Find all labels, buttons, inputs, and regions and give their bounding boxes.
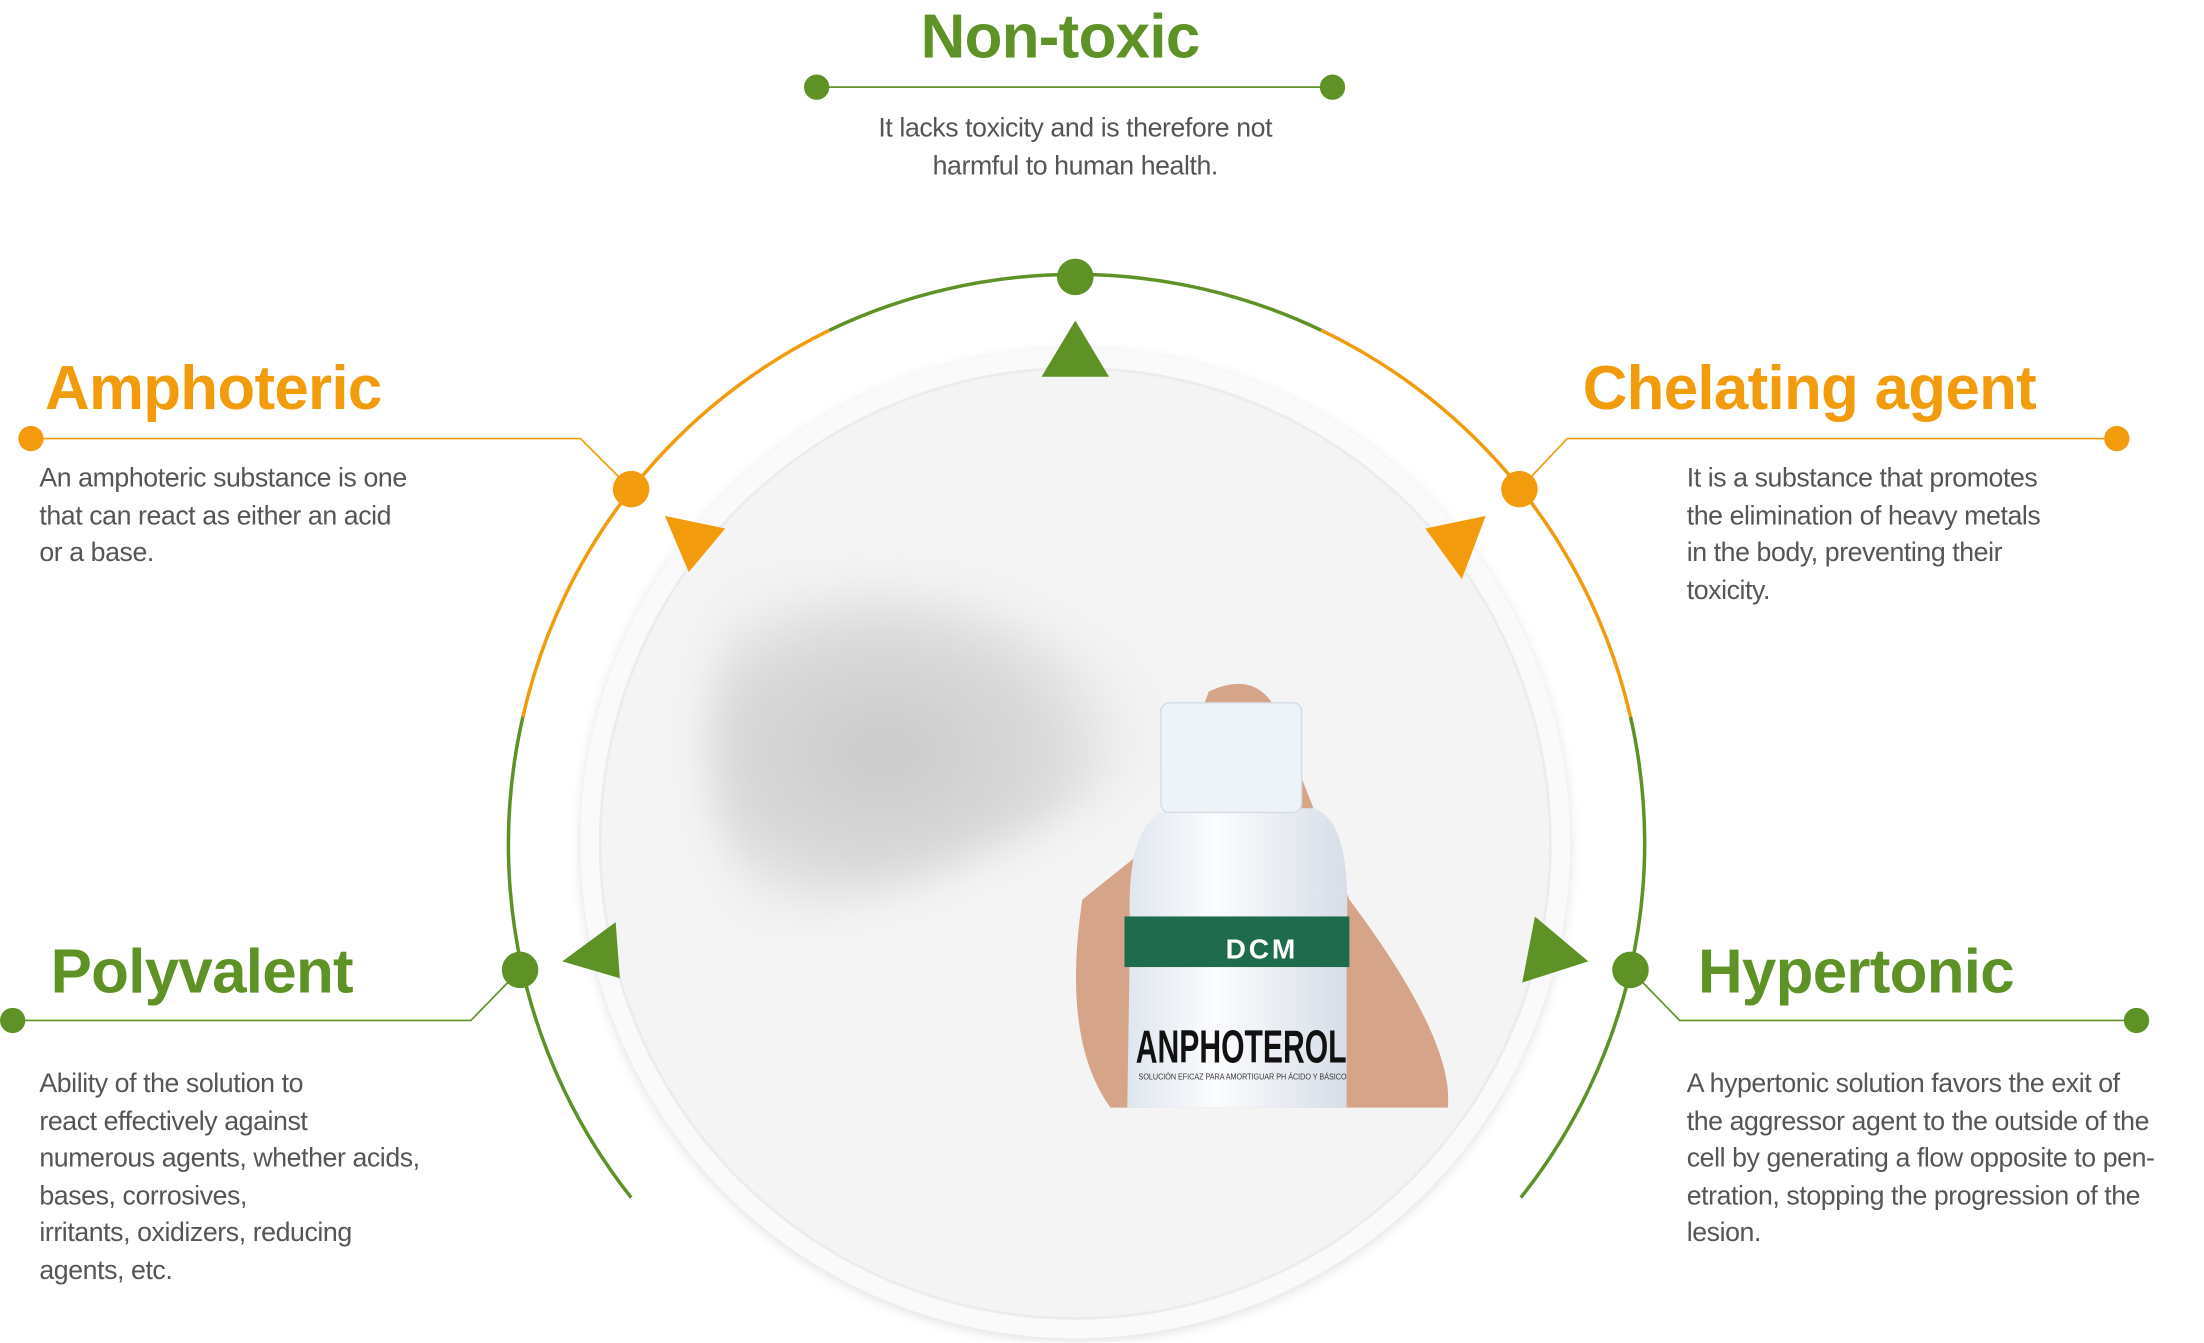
text-line: numerous agents, whether acids, xyxy=(39,1144,420,1174)
triangle-bottom-right xyxy=(1522,916,1589,983)
amphoteric-title: Amphoteric xyxy=(44,354,382,424)
non-toxic-description: It lacks toxicity and is therefore not h… xyxy=(794,111,1356,185)
text-line: cell by generating a flow opposite to pe… xyxy=(1686,1144,2155,1174)
amphoteric-description: An amphoteric substance is one that can … xyxy=(39,461,489,573)
text-line: toxicity. xyxy=(1686,575,1771,606)
text-line: agents, etc. xyxy=(39,1255,173,1286)
text-line: bases, corrosives, xyxy=(39,1181,247,1211)
text-line: It lacks toxicity and is therefore not xyxy=(878,113,1273,144)
product-image: DCM ANPHOTEROL SOLUCIÓN EFICAZ PARA AMOR… xyxy=(708,577,1449,1108)
product-tagline-text: SOLUCIÓN EFICAZ PARA AMORTIGUAR PH ÁCIDO… xyxy=(1139,1072,1347,1082)
text-line: the aggressor agent to the outside of th… xyxy=(1686,1106,2150,1137)
brand-text: DCM xyxy=(1226,934,1298,965)
text-line: in the body, preventing their xyxy=(1686,538,2003,568)
pointer-triangles xyxy=(562,320,1589,983)
triangle-top-right xyxy=(1425,515,1486,580)
text-line: etration, stopping the progression of th… xyxy=(1686,1181,2141,1211)
spray-mist xyxy=(708,577,1209,928)
dots xyxy=(0,74,2150,1034)
non-toxic-title: Non-toxic xyxy=(920,2,1201,72)
triangle-bottom-left xyxy=(562,922,620,979)
label-band xyxy=(1124,916,1350,968)
text-line: Ability of the solution to xyxy=(39,1069,304,1100)
text-line: or a base. xyxy=(39,538,154,568)
product-name-text: ANPHOTEROL xyxy=(1136,1021,1347,1073)
text-line: irritants, oxidizers, reducing xyxy=(39,1218,352,1249)
text-line: react effectively against xyxy=(39,1106,308,1137)
hypertonic-title: Hypertonic xyxy=(1697,937,2015,1007)
polyvalent-title: Polyvalent xyxy=(50,937,354,1007)
chelating-agent-title: Chelating agent xyxy=(1582,354,2037,424)
chelating-agent-description: It is a substance that promotes the elim… xyxy=(1687,461,2137,610)
polyvalent-description: Ability of the solution to react effecti… xyxy=(39,1067,489,1290)
connector-lines xyxy=(12,86,2137,1022)
triangle-top-left xyxy=(664,515,726,573)
triangle-top xyxy=(1041,320,1110,377)
bottle-cap xyxy=(1160,702,1303,814)
text-line: It is a substance that promotes xyxy=(1686,463,2038,494)
text-line: An amphoteric substance is one xyxy=(39,463,407,494)
text-line: A hypertonic solution favors the exit of xyxy=(1686,1069,2120,1100)
text-line: the elimination of heavy metals xyxy=(1686,501,2041,531)
text-line: harmful to human health. xyxy=(932,151,1219,181)
text-line: lesion. xyxy=(1686,1218,1762,1249)
text-line: that can react as either an acid xyxy=(39,501,392,531)
hypertonic-description: A hypertonic solution favors the exit of… xyxy=(1687,1067,2204,1253)
